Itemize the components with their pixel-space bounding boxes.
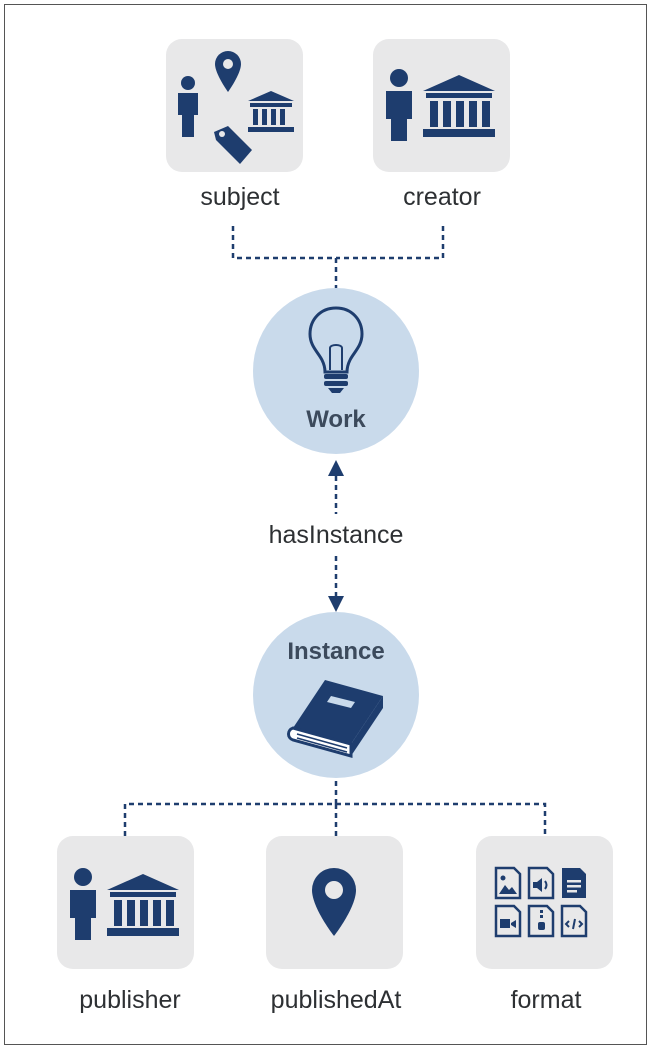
tag-icon xyxy=(214,126,252,164)
publisher-label: publisher xyxy=(79,986,181,1014)
person-icon xyxy=(70,868,96,940)
institution-icon xyxy=(107,874,179,936)
work-label: Work xyxy=(306,406,366,433)
person-icon xyxy=(386,69,412,141)
map-pin-icon xyxy=(312,868,356,936)
arrow-down-head xyxy=(328,596,344,612)
publishedAt-tile xyxy=(266,836,403,969)
institution-icon xyxy=(248,91,294,132)
publishedAt-label: publishedAt xyxy=(270,986,402,1014)
subject-label: subject xyxy=(200,183,280,211)
subject-tile xyxy=(166,39,303,172)
creator-label: creator xyxy=(403,183,481,211)
instance-label: Instance xyxy=(287,638,385,665)
work-node: Work xyxy=(253,288,419,454)
person-icon xyxy=(178,76,198,137)
institution-icon xyxy=(423,75,495,137)
format-tile xyxy=(476,836,613,969)
creator-connector xyxy=(336,226,445,260)
instance-node: Instance xyxy=(253,612,419,778)
lightbulb-icon xyxy=(308,306,364,393)
bottom-bracket xyxy=(123,802,547,836)
creator-tile xyxy=(373,39,510,172)
file-format-icon xyxy=(494,866,588,938)
book-icon xyxy=(287,680,383,758)
subject-connector xyxy=(231,226,336,260)
publisher-tile xyxy=(57,836,194,969)
arrow-up-head xyxy=(328,460,344,476)
format-label: format xyxy=(510,986,582,1014)
hasInstance-label: hasInstance xyxy=(268,521,404,549)
map-pin-icon xyxy=(215,51,241,92)
